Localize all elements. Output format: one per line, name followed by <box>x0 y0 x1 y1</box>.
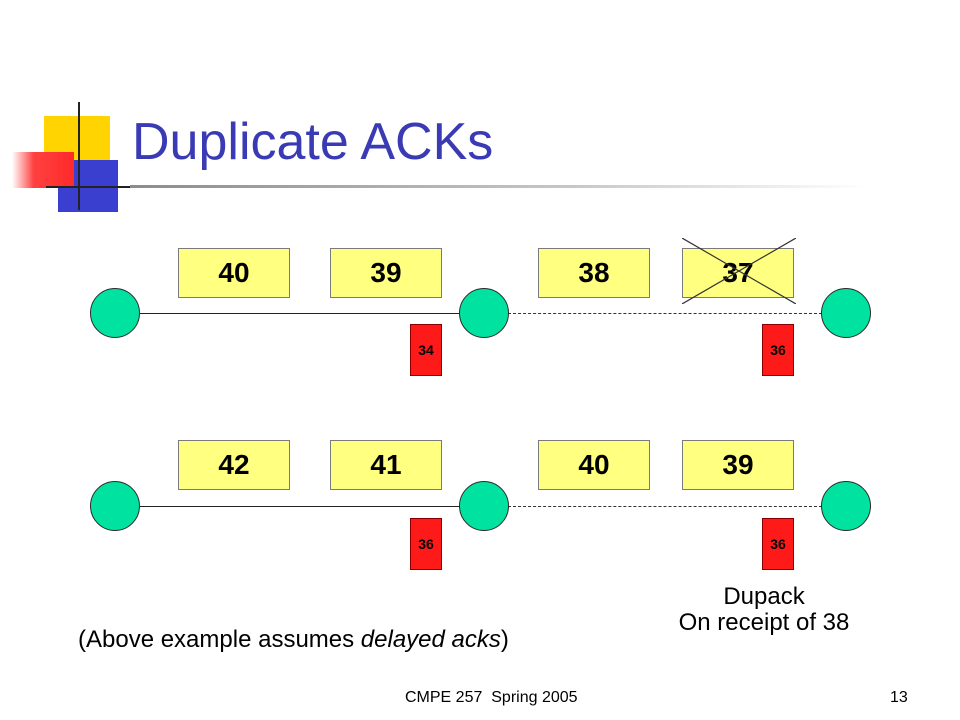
example-note: (Above example assumes delayed acks) <box>78 626 509 654</box>
page-number: 13 <box>890 689 908 706</box>
receiver-node <box>821 288 871 338</box>
packet: 39 <box>330 248 442 298</box>
ack-packet: 34 <box>410 324 442 376</box>
link-router-receiver <box>508 313 822 314</box>
note-suffix: ) <box>500 626 509 653</box>
dropped-packet-cross-mark <box>682 238 796 304</box>
packet: 42 <box>178 440 290 490</box>
ack-packet: 36 <box>410 518 442 570</box>
dropped-packet: 37 <box>682 248 794 298</box>
footer-course: CMPE 257 Spring 2005 <box>405 689 578 706</box>
note-prefix: (Above example assumes <box>78 626 361 653</box>
dupack-annotation: Dupack On receipt of 38 <box>664 584 864 636</box>
title-decoration-vertical-line <box>78 102 80 210</box>
ack-packet: 36 <box>762 324 794 376</box>
router-node <box>459 481 509 531</box>
link-router-receiver <box>508 506 822 507</box>
router-node <box>459 288 509 338</box>
title-decoration-red-bar <box>12 152 74 188</box>
packet: 41 <box>330 440 442 490</box>
title-underline <box>130 185 870 188</box>
dupack-label: Dupack <box>723 583 805 610</box>
link-sender-router <box>140 506 460 507</box>
title-decoration-horizontal-line <box>46 186 136 188</box>
slide-title: Duplicate ACKs <box>132 113 494 171</box>
packet: 40 <box>538 440 650 490</box>
packet: 38 <box>538 248 650 298</box>
receiver-node <box>821 481 871 531</box>
sender-node <box>90 481 140 531</box>
link-sender-router <box>140 313 460 314</box>
note-emphasis: delayed acks <box>360 626 501 653</box>
dupack-condition: On receipt of 38 <box>678 609 850 636</box>
packet: 40 <box>178 248 290 298</box>
sender-node <box>90 288 140 338</box>
packet: 39 <box>682 440 794 490</box>
duplicate-ack-packet: 36 <box>762 518 794 570</box>
